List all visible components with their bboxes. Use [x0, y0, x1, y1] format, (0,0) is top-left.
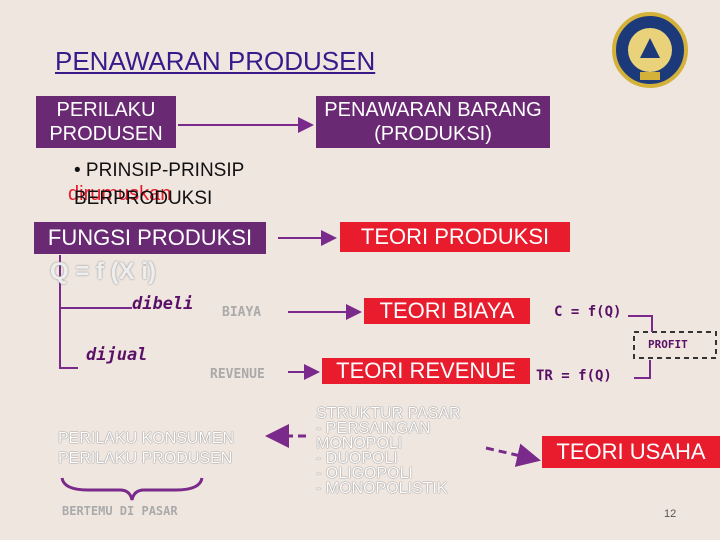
page-title: PENAWARAN PRODUSEN: [55, 46, 376, 76]
dibeli-label: dibeli: [132, 294, 194, 314]
perilaku-produsen-line1: PERILAKU: [56, 99, 156, 121]
teori-biaya-box: TEORI BIAYA: [364, 298, 530, 324]
cost-formula: C = f(Q): [554, 304, 622, 320]
struktur-pasar-list: STRUKTUR PASAR - PERSAINGAN MONOPOLI - D…: [316, 405, 461, 497]
profit-dashed-box: [633, 331, 717, 359]
penawaran-barang-line2: (PRODUKSI): [374, 123, 492, 145]
struktur-pasar-item: - OLIGOPOLI: [316, 465, 413, 482]
line-to-dijual: [59, 308, 78, 369]
teori-usaha-box: TEORI USAHA: [542, 436, 720, 468]
struktur-pasar-item: MONOPOLI: [316, 435, 403, 452]
teori-revenue-box: TEORI REVENUE: [322, 358, 530, 384]
dijual-label: dijual: [86, 345, 148, 365]
revenue-label: REVENUE: [210, 367, 265, 382]
struktur-pasar-item: - MONOPOLISTIK: [316, 480, 448, 497]
line-biaya-to-profit: [628, 315, 653, 332]
fungsi-produksi-box: FUNGSI PRODUKSI: [34, 222, 266, 254]
slide-number: 12: [664, 508, 677, 520]
curly-brace: [60, 477, 204, 501]
struktur-pasar-item: - DUOPOLI: [316, 450, 398, 467]
penawaran-barang-line1: PENAWARAN BARANG: [324, 99, 542, 121]
penawaran-barang-box: PENAWARAN BARANG (PRODUKSI): [316, 96, 550, 148]
profit-label: PROFIT: [648, 338, 688, 351]
perilaku-produsen-box: PERILAKU PRODUSEN: [36, 96, 176, 148]
perilaku-konsumen-label: PERILAKU KONSUMEN: [58, 430, 235, 447]
university-seal-logo: [610, 10, 690, 90]
prinsip-line2: BERPRODUKSI: [74, 188, 213, 209]
dirumuskan-overlay: dirumuskan: [68, 183, 172, 205]
biaya-label: BIAYA: [222, 305, 262, 320]
teori-produksi-box: TEORI PRODUKSI: [340, 222, 570, 252]
prinsip-line1: • PRINSIP-PRINSIP: [74, 160, 245, 181]
struktur-pasar-item: - PERSAINGAN: [316, 420, 431, 437]
perilaku-produsen-label: PERILAKU PRODUSEN: [58, 450, 233, 467]
formula-q: Q = f (X i): [50, 258, 157, 285]
dashed-arrow-to-teori-usaha: [485, 443, 541, 467]
perilaku-produsen-line2: PRODUSEN: [49, 123, 163, 145]
struktur-pasar-item: STRUKTUR PASAR: [316, 405, 461, 422]
tr-formula: TR = f(Q): [536, 368, 612, 384]
bertemu-di-pasar-label: BERTEMU DI PASAR: [62, 504, 178, 518]
line-revenue-to-profit: [634, 360, 651, 379]
